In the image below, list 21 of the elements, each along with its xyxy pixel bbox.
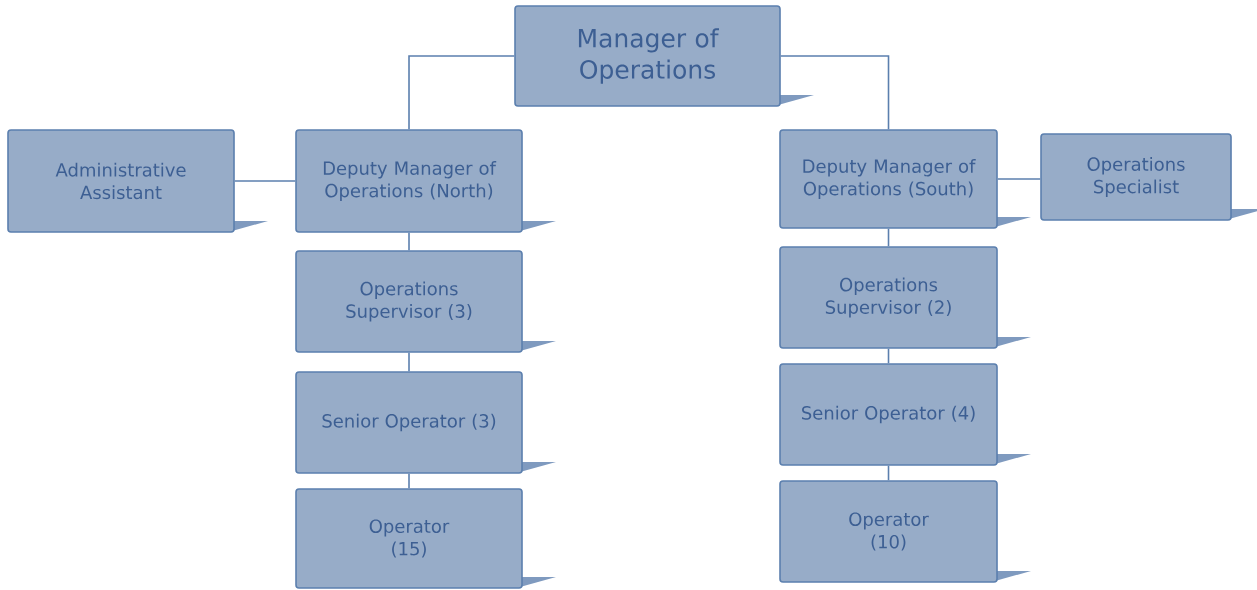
connector-line	[780, 55, 890, 130]
connector-line	[234, 180, 296, 182]
connector-line	[887, 465, 890, 481]
connector-line	[887, 348, 890, 364]
org-box: Senior Operator (3)	[295, 371, 556, 474]
connector-line	[997, 178, 1041, 180]
org-box: Operations Supervisor (3)	[295, 250, 556, 353]
connector-line	[408, 232, 410, 251]
connector-line	[408, 55, 515, 130]
org-box: Operator (15)	[295, 488, 556, 589]
org-box: Operations Supervisor (2)	[779, 246, 1031, 349]
connector-line	[887, 228, 890, 247]
connector-line	[408, 473, 410, 489]
org-box: Operator (10)	[779, 480, 1031, 583]
org-box: Deputy Manager of Operations (South)	[779, 129, 1031, 229]
org-box: Senior Operator (4)	[779, 363, 1031, 466]
connector-line	[408, 352, 410, 372]
org-box: Operations Specialist	[1040, 133, 1257, 221]
org-box: Manager of Operations	[514, 5, 814, 107]
org-box: Deputy Manager of Operations (North)	[295, 129, 556, 233]
org-box: Administrative Assistant	[7, 129, 268, 233]
